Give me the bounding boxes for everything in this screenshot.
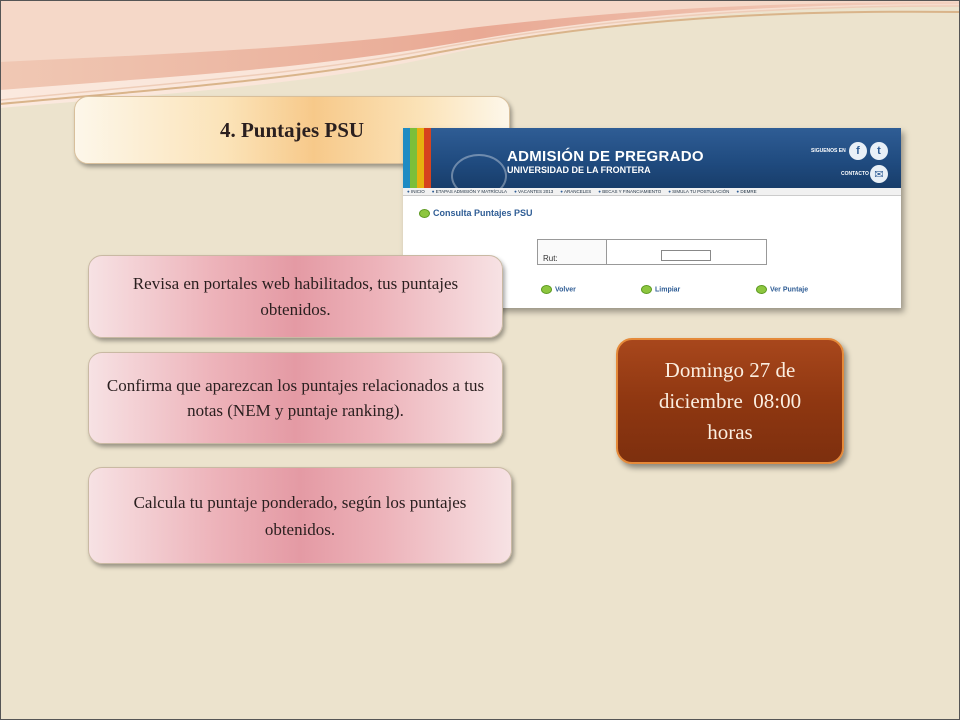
date-line-1: Domingo 27 de [664, 357, 796, 382]
view-score-button[interactable]: Ver Puntaje [756, 285, 808, 294]
portal-screenshot: ADMISIÓN DE PREGRADO UNIVERSIDAD DE LA F… [403, 128, 901, 308]
step-review-text: Revisa en portales web habilitados, tus … [132, 273, 459, 319]
step-calculate-text: Calcula tu puntaje ponderado, según los … [133, 492, 467, 539]
back-icon [541, 285, 552, 294]
twitter-icon[interactable]: t [870, 142, 888, 160]
rut-input[interactable] [661, 250, 711, 261]
portal-title: ADMISIÓN DE PREGRADO [507, 148, 704, 165]
date-box: Domingo 27 de diciembre 08:00 horas [616, 338, 844, 464]
logo-icon [451, 154, 507, 198]
section-title-text: Consulta Puntajes PSU [433, 208, 533, 218]
nav-item-etapas[interactable]: ETAPAS ADMISIÓN Y MATRÍCULA [432, 189, 507, 194]
follow-label: SIGUENOS EN [811, 148, 846, 154]
nav-item-inicio[interactable]: INICIO [407, 189, 425, 194]
nav-item-aranceles[interactable]: ARANCELES [560, 189, 591, 194]
date-line-3: horas [707, 419, 753, 444]
section-title: Consulta Puntajes PSU [419, 208, 533, 219]
clear-icon [641, 285, 652, 294]
rut-field-cell [607, 239, 767, 265]
clear-button-label: Limpiar [655, 286, 681, 294]
facebook-icon[interactable]: f [849, 142, 867, 160]
step-calculate: Calcula tu puntaje ponderado, según los … [88, 467, 512, 564]
step-review: Revisa en portales web habilitados, tus … [88, 255, 503, 338]
nav-item-vacantes[interactable]: VACANTES 2013 [514, 189, 553, 194]
step-confirm-text: Confirma que aparezcan los puntajes rela… [106, 376, 485, 420]
nav-item-demre[interactable]: DEMRE [736, 189, 756, 194]
eye-icon [419, 209, 430, 219]
nav-item-becas[interactable]: BECAS Y FINANCIAMIENTO [598, 189, 661, 194]
portal-nav: INICIO ETAPAS ADMISIÓN Y MATRÍCULA VACAN… [403, 188, 901, 196]
clear-button[interactable]: Limpiar [641, 285, 680, 294]
nav-item-simula[interactable]: SIMULA TU POSTULACIÓN [668, 189, 729, 194]
back-button-label: Volver [555, 286, 576, 294]
portal-subtitle: UNIVERSIDAD DE LA FRONTERA [507, 165, 651, 175]
contact-label: CONTACTO [841, 171, 869, 177]
date-line-2: diciembre 08:00 [658, 388, 802, 413]
step-confirm: Confirma que aparezcan los puntajes rela… [88, 352, 503, 444]
color-stripes [403, 128, 431, 188]
view-icon [756, 285, 767, 294]
decorative-swoosh [0, 0, 960, 108]
view-button-label: Ver Puntaje [770, 286, 809, 294]
rut-label: Rut: [537, 239, 607, 265]
portal-header: ADMISIÓN DE PREGRADO UNIVERSIDAD DE LA F… [403, 128, 901, 198]
mail-icon[interactable]: ✉ [870, 165, 888, 183]
back-button[interactable]: Volver [541, 285, 576, 294]
